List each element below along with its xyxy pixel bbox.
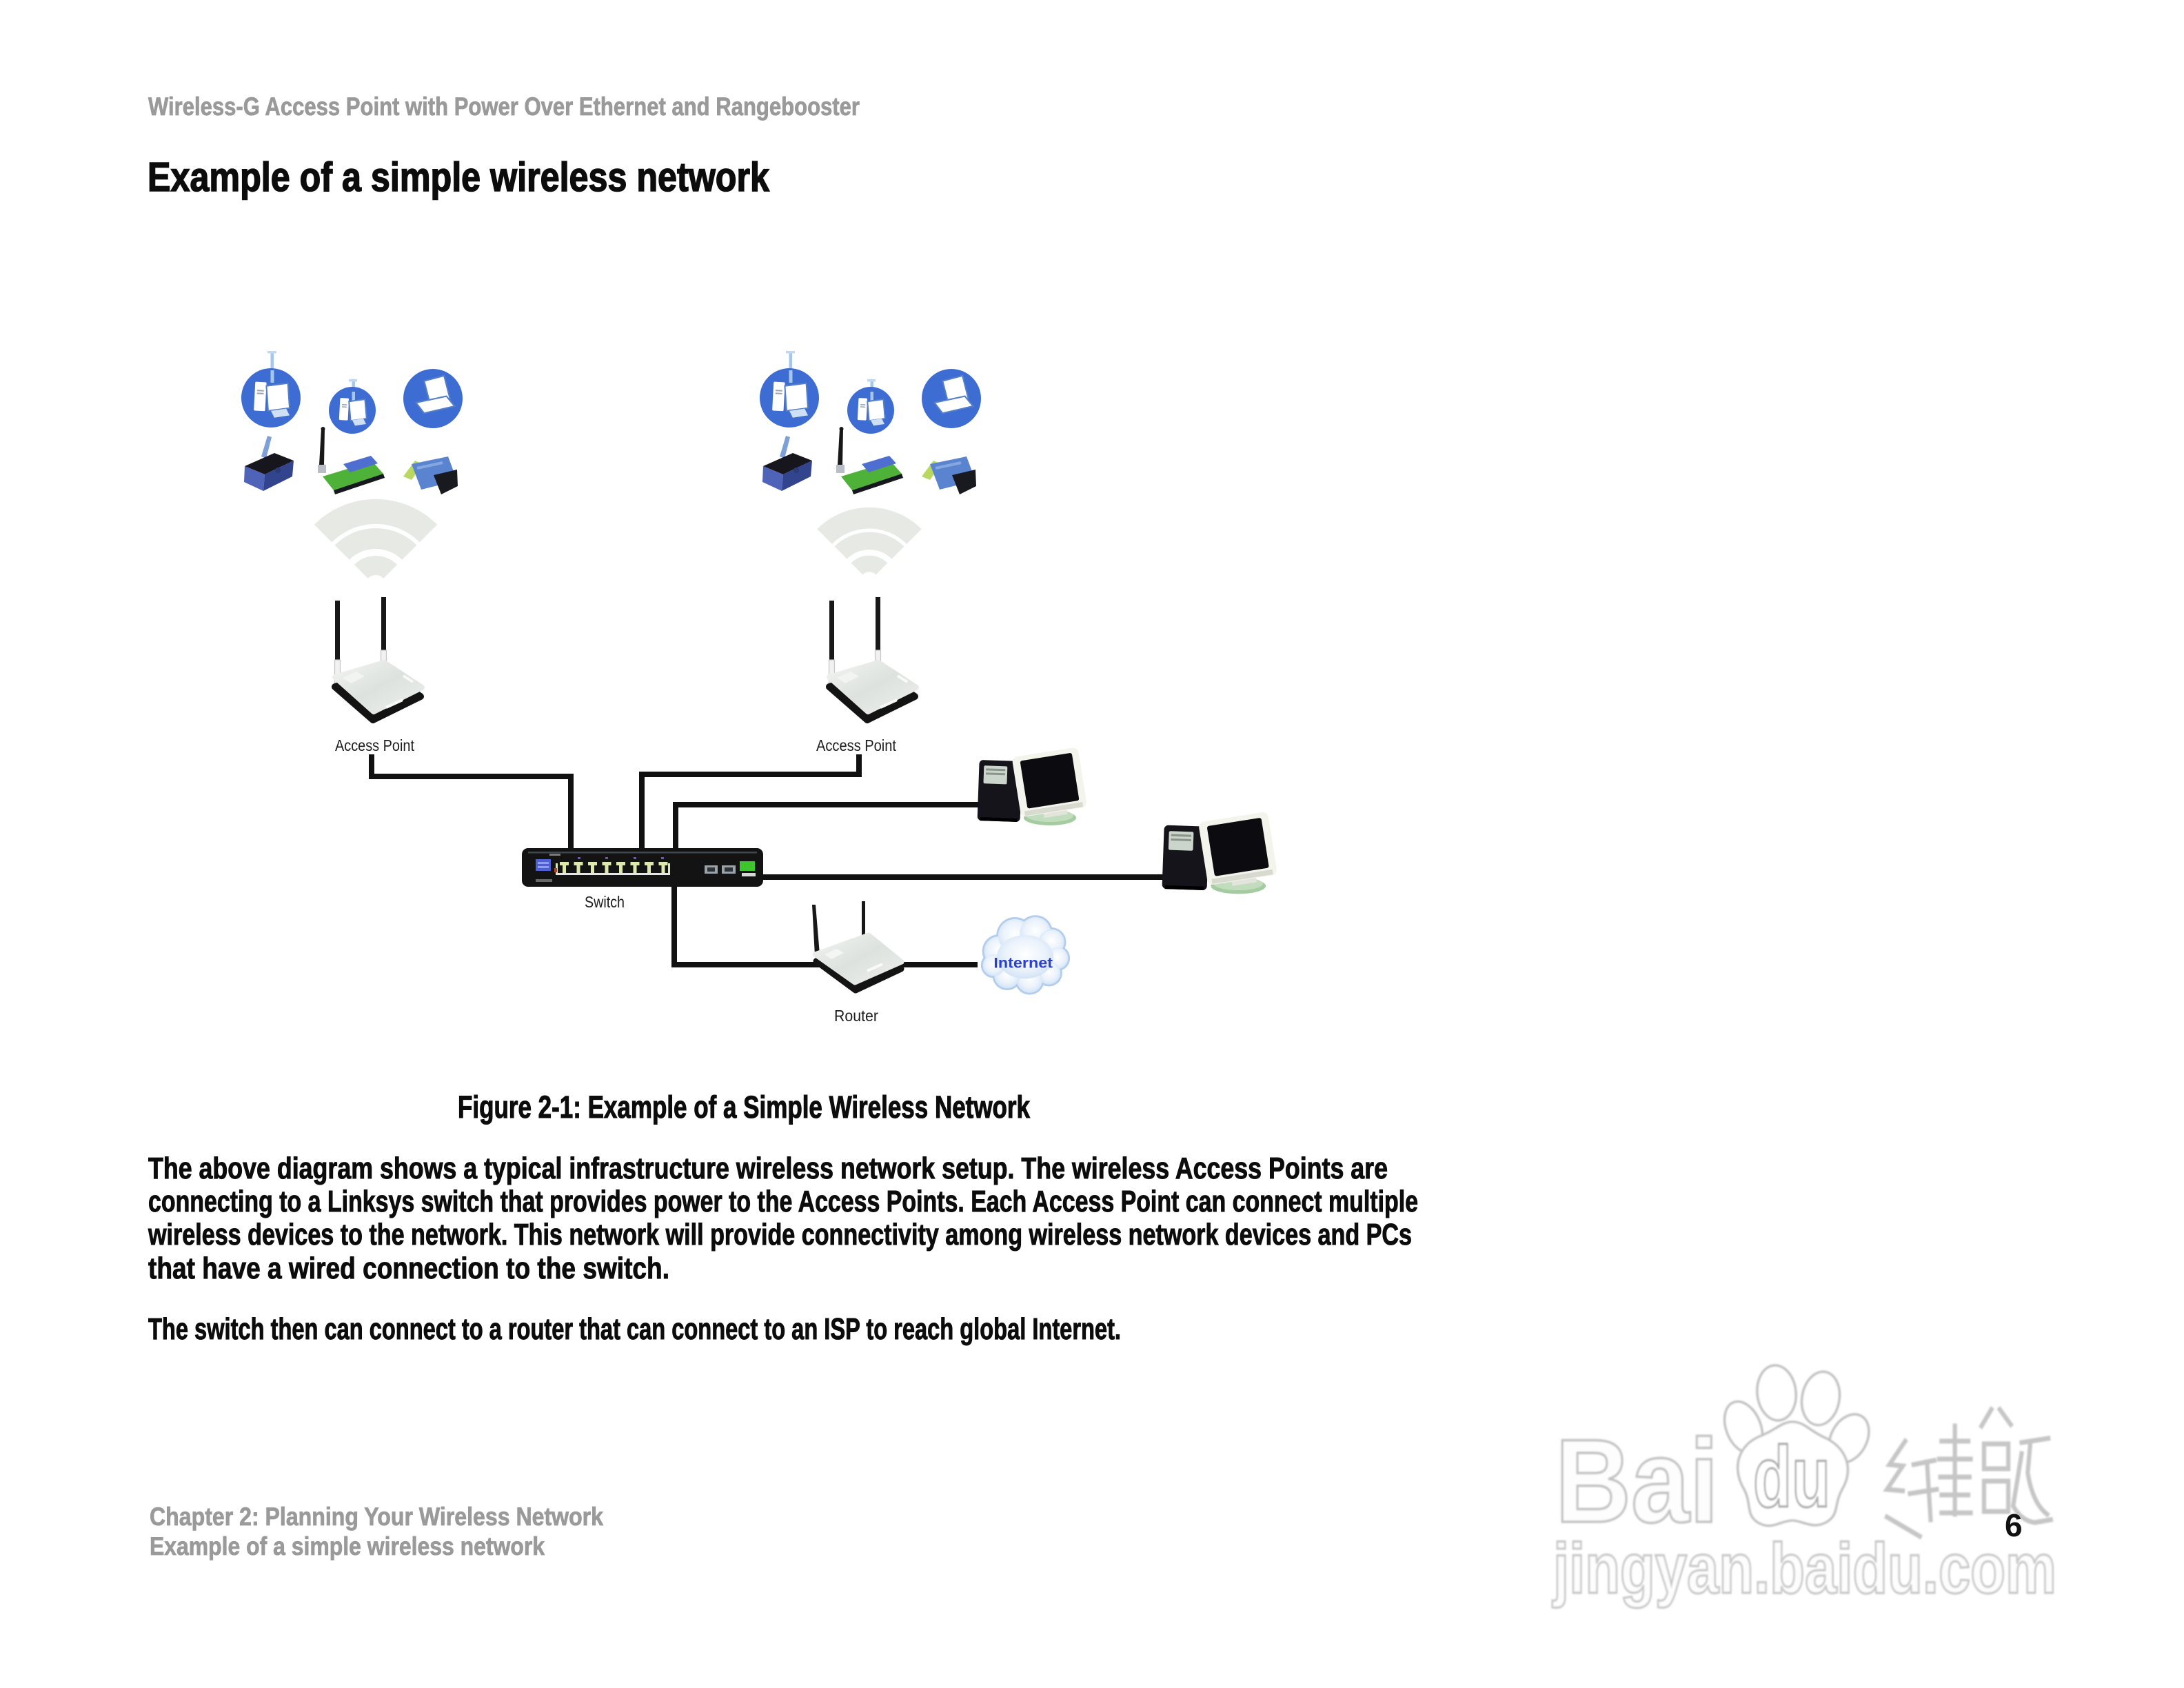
- svg-text:Figure 2-1: Example of a Simpl: Figure 2-1: Example of a Simple Wireless…: [458, 1089, 1031, 1125]
- svg-text:that have a wired connection t: that have a wired connection to the swit…: [148, 1252, 669, 1285]
- svg-text:Example of a simple wireless n: Example of a simple wireless network: [148, 154, 769, 200]
- svg-text:Chapter 2: Planning Your Wirel: Chapter 2: Planning Your Wireless Networ…: [150, 1503, 603, 1531]
- svg-text:Access Point: Access Point: [335, 736, 415, 754]
- svg-text:Bai: Bai: [1555, 1415, 1719, 1547]
- svg-text:Example of a simple wireless n: Example of a simple wireless network: [150, 1532, 545, 1560]
- svg-text:du: du: [1753, 1429, 1830, 1525]
- svg-text:jingyan.baidu.com: jingyan.baidu.com: [1552, 1529, 2056, 1608]
- svg-text:connecting to a Linksys switch: connecting to a Linksys switch that prov…: [148, 1185, 1418, 1218]
- svg-text:The above diagram shows a typi: The above diagram shows a typical infras…: [148, 1152, 1388, 1185]
- svg-text:The switch then can connect to: The switch then can connect to a router …: [148, 1312, 1121, 1346]
- svg-text:6: 6: [2005, 1507, 2023, 1543]
- svg-text:wireless devices to the networ: wireless devices to the network. This ne…: [148, 1218, 1412, 1252]
- svg-text:Switch: Switch: [585, 893, 625, 911]
- svg-text:Router: Router: [834, 1007, 878, 1025]
- svg-text:Internet: Internet: [993, 955, 1053, 972]
- svg-text:Wireless-G Access Point with P: Wireless-G Access Point with Power Over …: [148, 92, 860, 121]
- svg-text:Access Point: Access Point: [816, 736, 897, 754]
